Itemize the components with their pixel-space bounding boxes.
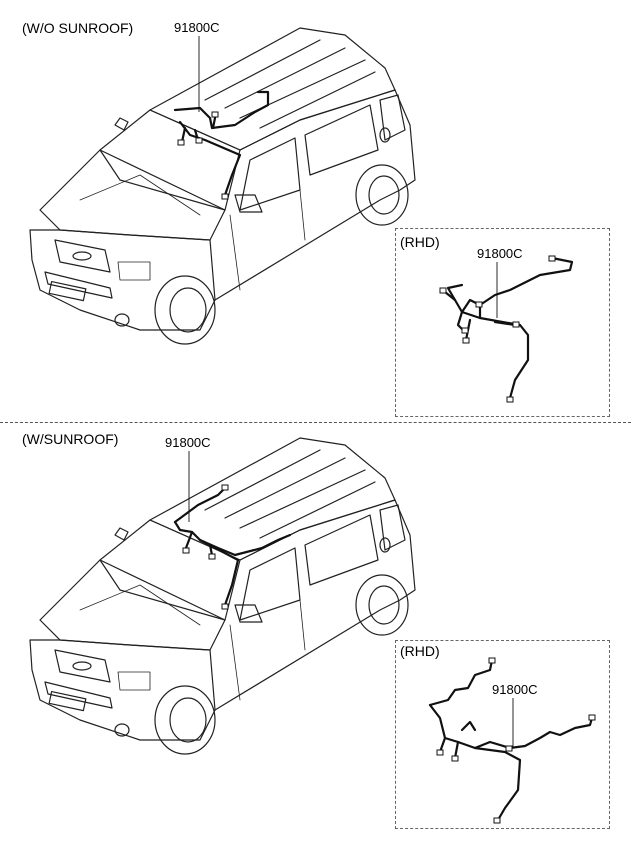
part-callout-top: 91800C: [174, 20, 220, 35]
car-illustration-bottom: [29, 437, 416, 755]
wiring-harness-bottom: [173, 484, 292, 610]
rhd-label-top: (RHD): [400, 234, 440, 250]
section-divider: [0, 422, 631, 423]
part-callout-bottom: 91800C: [165, 435, 211, 450]
variant-label-without-sunroof: (W/O SUNROOF): [22, 20, 134, 36]
rhd-inset-bottom: [395, 640, 610, 829]
rhd-harness-bottom: [428, 657, 596, 824]
rhd-label-bottom: (RHD): [400, 643, 440, 659]
variant-label-with-sunroof: (W/SUNROOF): [22, 431, 119, 447]
rhd-harness-top: [439, 255, 574, 403]
rhd-inset-top: [395, 228, 610, 417]
part-callout-bottom-inset: 91800C: [492, 682, 538, 697]
wiring-harness-top: [173, 90, 270, 200]
part-callout-top-inset: 91800C: [477, 246, 523, 261]
